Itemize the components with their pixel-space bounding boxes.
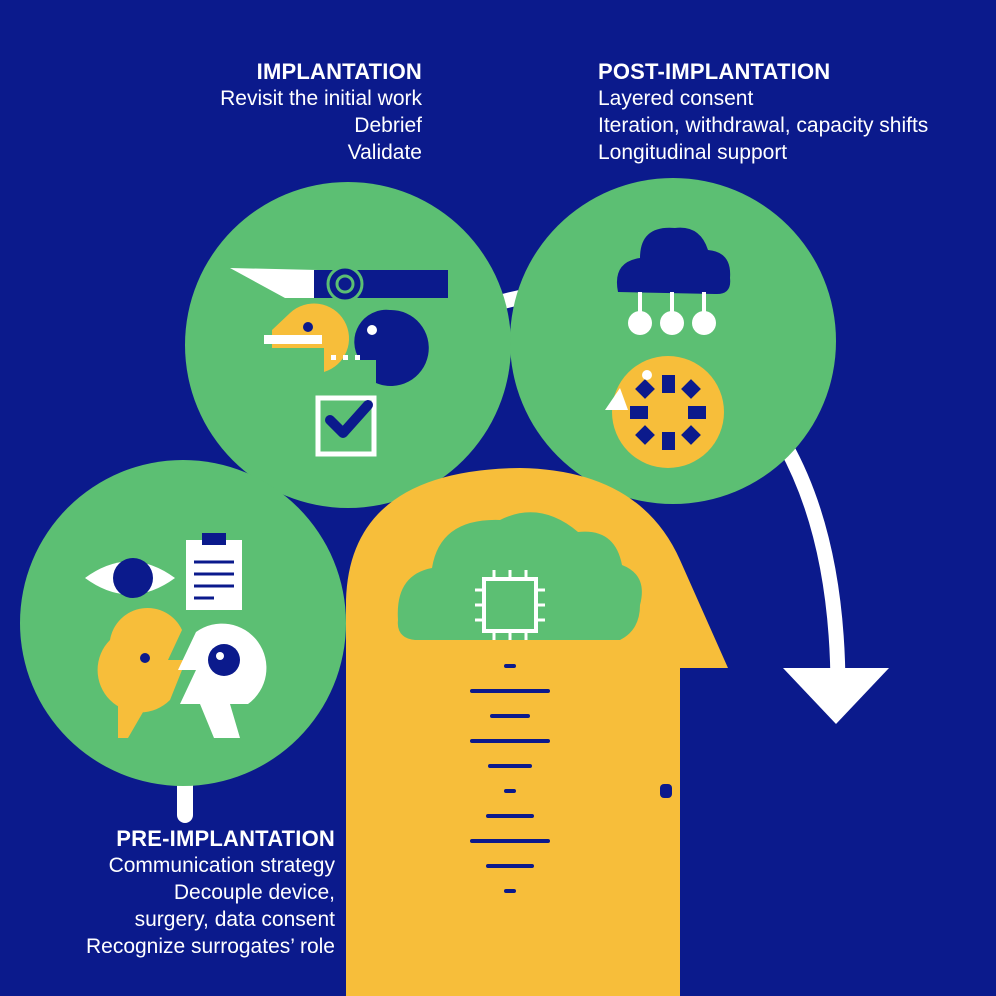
implantation-circle	[185, 182, 511, 508]
arrow-down-icon	[783, 668, 889, 724]
conversation-faces-icon	[264, 303, 429, 386]
post-implantation-circle	[510, 178, 836, 504]
pre-implantation-line: Recognize surrogates’ role	[85, 935, 335, 958]
gear-cycle-icon	[605, 356, 724, 468]
checkbox-icon	[315, 395, 377, 457]
implantation-line: Validate	[347, 141, 422, 164]
implantation-heading: IMPLANTATION	[256, 59, 422, 84]
speech-faces-icon	[97, 607, 267, 738]
implantation-line: Debrief	[354, 114, 422, 137]
pre-implantation-label: PRE-IMPLANTATION Communication strategy …	[86, 825, 335, 960]
implantation-label: IMPLANTATION Revisit the initial work De…	[220, 58, 422, 166]
post-implantation-line: Iteration, withdrawal, capacity shifts	[598, 114, 929, 137]
post-implantation-line: Longitudinal support	[598, 141, 788, 164]
chip-icon	[475, 570, 545, 640]
pre-implantation-line: Decouple device,	[173, 881, 335, 904]
scalpel-icon	[230, 265, 448, 303]
pre-implantation-line: Communication strategy	[108, 854, 335, 877]
clipboard-icon	[186, 533, 242, 610]
brain-icon	[397, 512, 642, 640]
eye-icon	[85, 558, 175, 598]
post-implantation-line: Layered consent	[598, 87, 754, 110]
pre-implantation-heading: PRE-IMPLANTATION	[116, 826, 335, 851]
post-implantation-label: POST-IMPLANTATION Layered consent Iterat…	[598, 58, 928, 166]
post-implantation-heading: POST-IMPLANTATION	[598, 59, 831, 84]
head-silhouette-icon	[346, 468, 728, 996]
pre-implantation-line: surgery, data consent	[134, 908, 335, 931]
implantation-line: Revisit the initial work	[220, 87, 422, 110]
pre-implantation-circle	[20, 460, 346, 786]
cloud-data-icon	[616, 227, 731, 335]
neural-signal-icon	[470, 664, 550, 893]
